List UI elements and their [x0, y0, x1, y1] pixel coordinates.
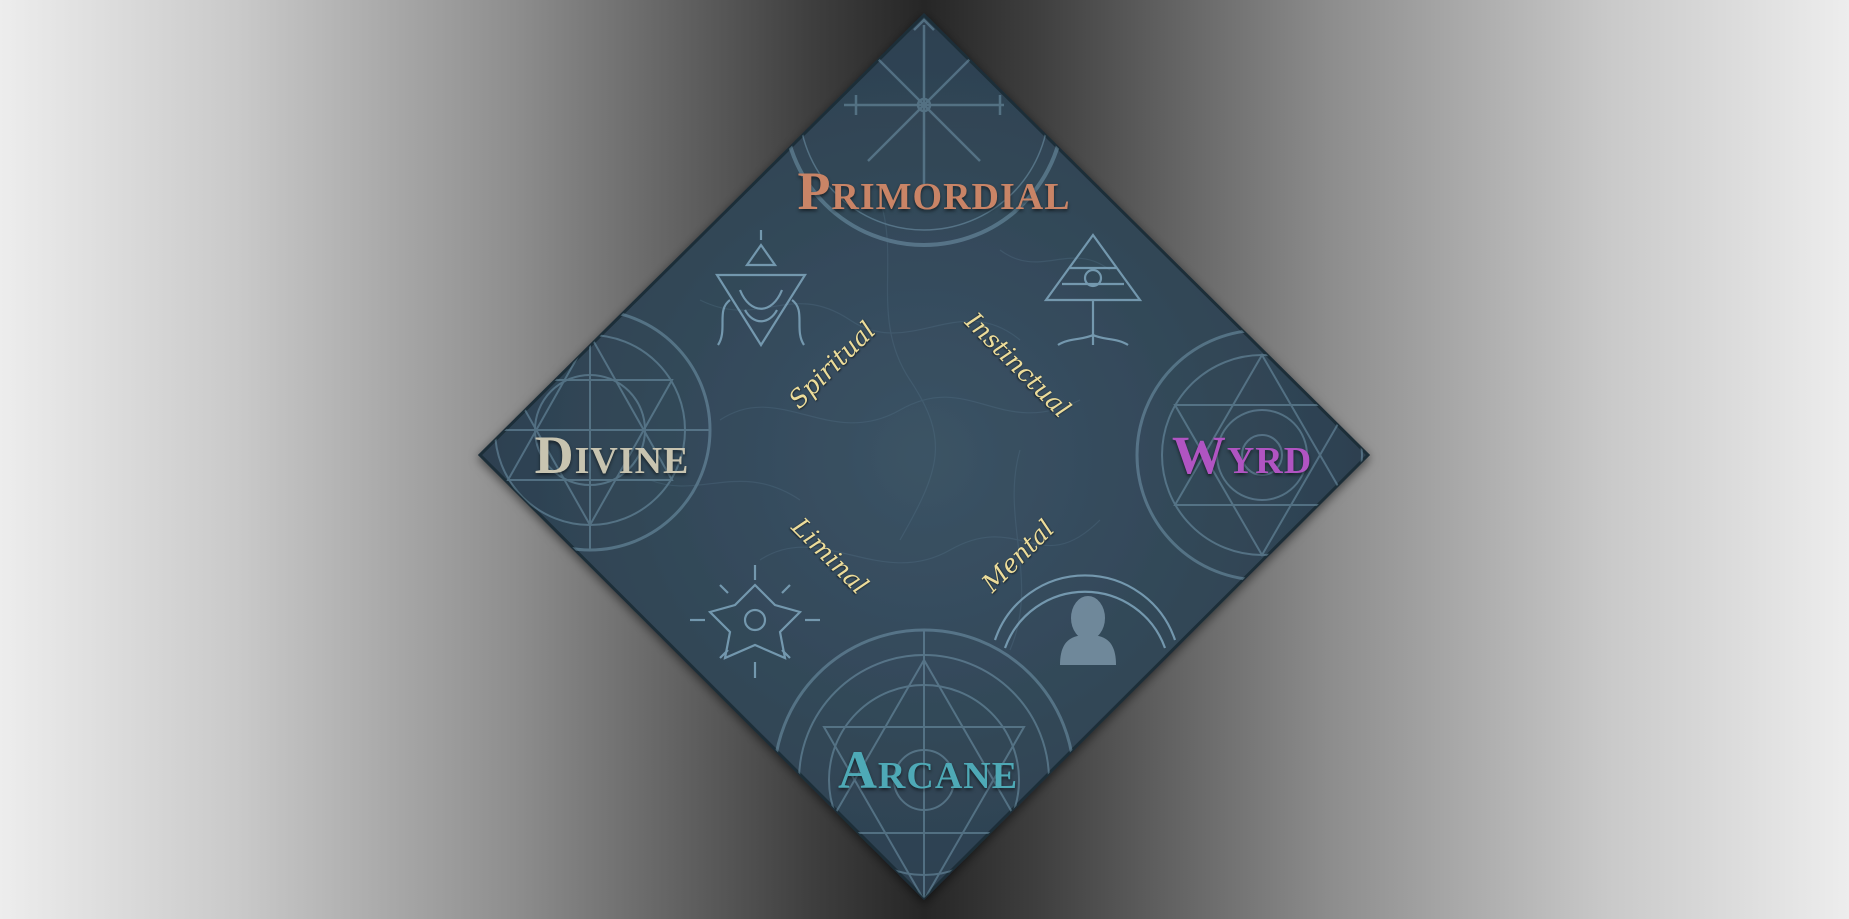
world-tree-icon	[1043, 233, 1143, 346]
magic-label-arcane: Arcane	[837, 740, 1019, 800]
magic-label-primordial: Primordial	[797, 161, 1071, 221]
star-crystal-sigil	[690, 565, 820, 678]
human-head-arc-sigil	[993, 574, 1177, 649]
diamond-panel	[477, 12, 1371, 901]
knot-shield-sigil	[715, 230, 807, 348]
magic-label-wyrd: Wyrd	[1171, 425, 1313, 485]
magic-label-divine: Divine	[534, 425, 690, 485]
marble-texture	[649, 199, 1111, 651]
human-head-icon	[1060, 596, 1116, 665]
